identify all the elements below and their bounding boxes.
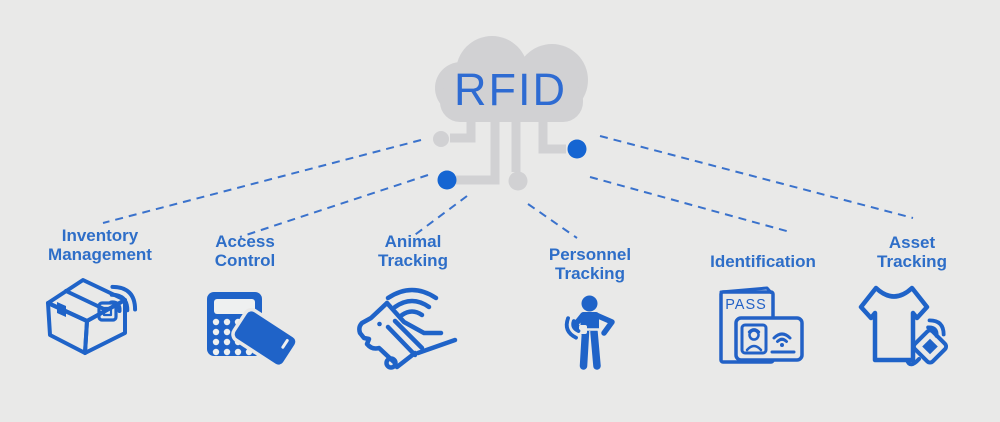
dashed-connector-personnel bbox=[527, 203, 578, 239]
label-line: Tracking bbox=[378, 251, 448, 271]
signal-waves-icon bbox=[564, 316, 581, 340]
tag-cord bbox=[905, 357, 921, 367]
node-dot-blue-right bbox=[567, 139, 587, 159]
trace-2 bbox=[456, 105, 500, 185]
label-line: Access bbox=[215, 232, 275, 251]
dashed-connector-access bbox=[239, 174, 429, 238]
label-line: Control bbox=[214, 251, 276, 271]
dashed-connector-animal bbox=[411, 195, 468, 238]
signal-dot bbox=[780, 343, 784, 347]
signal-waves-icon bbox=[772, 332, 792, 343]
label-line: Asset bbox=[888, 233, 936, 252]
item-identification: Identification PASS bbox=[688, 252, 838, 422]
item-animal-tracking: Animal Tracking bbox=[338, 232, 488, 402]
waist-badge bbox=[579, 325, 587, 334]
person-head bbox=[581, 295, 598, 312]
dog-eye bbox=[377, 321, 382, 327]
pass-text: PASS bbox=[725, 297, 767, 313]
label-line: Personnel bbox=[548, 245, 632, 264]
person-badge-icon bbox=[564, 295, 615, 370]
dashed-connectors bbox=[102, 135, 914, 239]
item-label-animal-tracking: Animal Tracking bbox=[338, 232, 488, 270]
person-right-arm bbox=[593, 312, 615, 336]
tape-mark bbox=[57, 302, 66, 317]
cloud-rfid-label: RFID bbox=[454, 64, 567, 115]
person-leg bbox=[579, 328, 590, 370]
label-line: Animal bbox=[384, 232, 442, 251]
item-asset-tracking: Asset Tracking bbox=[837, 233, 987, 403]
photo-frame bbox=[740, 323, 768, 355]
keypad-card-icon bbox=[207, 292, 299, 369]
node-dot-gray-center bbox=[508, 171, 528, 191]
tshirt bbox=[858, 285, 930, 363]
item-label-asset-tracking: Asset Tracking bbox=[837, 233, 987, 271]
item-access-control: Access Control bbox=[170, 232, 320, 402]
signal-waves-icon bbox=[109, 284, 138, 313]
dashed-connector-asset bbox=[599, 135, 914, 219]
collar-tag bbox=[384, 356, 398, 370]
dashed-connector-identification bbox=[589, 176, 791, 233]
person-leg bbox=[590, 328, 601, 370]
signal-waves-icon bbox=[385, 287, 439, 318]
item-inventory-management: Inventory Management bbox=[25, 226, 175, 396]
collar bbox=[385, 324, 418, 358]
label-line: Tracking bbox=[555, 264, 625, 284]
rfid-tag bbox=[911, 328, 949, 365]
item-personnel-tracking: Personnel Tracking bbox=[515, 245, 665, 415]
item-label-inventory-management: Inventory Management bbox=[25, 226, 175, 264]
dog-head bbox=[357, 300, 397, 365]
dashed-connector-inventory bbox=[102, 139, 422, 224]
label-line: Identification bbox=[710, 252, 816, 271]
label-line: Inventory bbox=[61, 226, 139, 245]
signal-waves-icon bbox=[926, 318, 946, 338]
keypad-screen bbox=[214, 299, 255, 314]
node-dot-blue-left bbox=[437, 170, 457, 190]
passport-id-card-icon: PASS bbox=[719, 286, 804, 364]
item-label-identification: Identification bbox=[688, 252, 838, 271]
box-rfid-icon bbox=[46, 278, 138, 355]
label-line: Tracking bbox=[877, 252, 947, 272]
label-line: Management bbox=[48, 245, 152, 265]
node-dot-gray-left bbox=[433, 131, 449, 147]
item-label-personnel-tracking: Personnel Tracking bbox=[515, 245, 665, 283]
cloud-icon bbox=[435, 36, 588, 122]
dog-collar-icon bbox=[357, 287, 458, 370]
item-label-access-control: Access Control bbox=[170, 232, 320, 270]
tshirt-rfid-tag-icon bbox=[858, 285, 949, 367]
access-card bbox=[231, 307, 299, 369]
